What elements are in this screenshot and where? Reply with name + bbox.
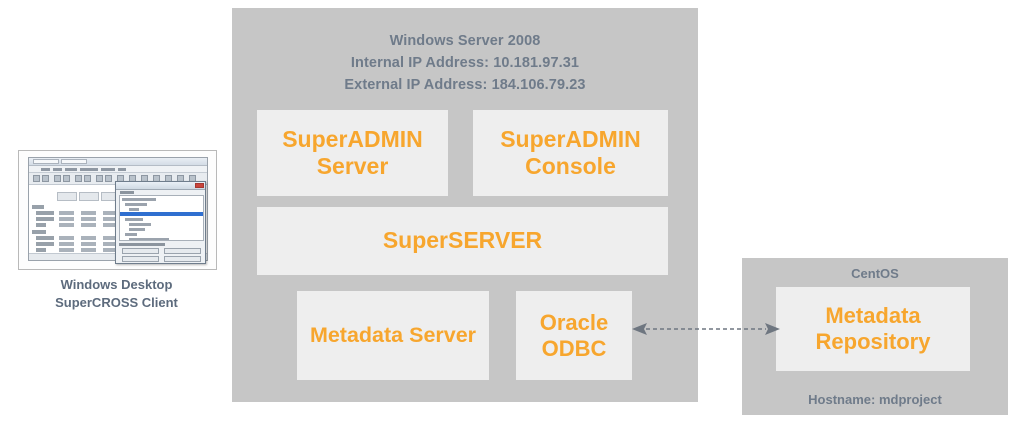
thumbnail-row-label	[36, 242, 54, 246]
thumbnail-row-label	[36, 211, 54, 215]
thumbnail-table-cell	[59, 223, 74, 227]
thumbnail-row-label	[36, 236, 54, 240]
thumbnail-table-cell	[81, 236, 96, 240]
thumbnail-application-window	[28, 157, 208, 264]
thumbnail-row-label	[32, 230, 46, 234]
thumbnail-modal-dialog	[115, 181, 206, 264]
node-oracle-odbc: Oracle ODBC	[516, 291, 632, 380]
thumbnail-menu-item	[101, 167, 115, 171]
thumbnail-row-label	[32, 205, 44, 209]
thumbnail-toolbar-icon	[75, 175, 82, 182]
thumbnail-table-cell	[81, 211, 96, 215]
thumbnail-tree-row-selected	[120, 212, 203, 216]
thumbnail-row-label	[36, 248, 46, 252]
thumbnail-table-cell	[81, 242, 96, 246]
thumbnail-table-cell	[59, 211, 74, 215]
thumbnail-toolbar-icon	[33, 175, 40, 182]
node-metadata-repository: Metadata Repository	[776, 287, 970, 371]
bidirectional-dashed-arrow-icon	[632, 323, 780, 335]
thumbnail-dialog-tree-list	[119, 195, 204, 241]
thumbnail-tree-row	[129, 228, 145, 231]
thumbnail-table-cell	[103, 242, 118, 246]
thumbnail-column-header	[79, 192, 99, 201]
thumbnail-menu-item	[53, 167, 62, 171]
thumbnail-toolbar-icon	[96, 175, 103, 182]
thumbnail-toolbar-icon	[42, 175, 49, 182]
thumbnail-dialog-button	[122, 248, 159, 254]
thumbnail-row-label	[36, 223, 46, 227]
thumbnail-tree-row	[129, 208, 139, 211]
thumbnail-table-cell	[59, 242, 74, 246]
thumbnail-title-bar	[29, 158, 207, 166]
thumbnail-dialog-button	[164, 256, 201, 262]
thumbnail-toolbar-icon	[105, 175, 112, 182]
thumbnail-table-cell	[103, 211, 118, 215]
thumbnail-dialog-title-bar	[116, 182, 205, 190]
windows-desktop-client-caption: Windows Desktop SuperCROSS Client	[55, 277, 178, 310]
thumbnail-table-cell	[81, 223, 96, 227]
thumbnail-dialog-close-icon	[195, 183, 204, 188]
thumbnail-dialog-checkbox-row	[119, 243, 165, 246]
thumbnail-column-header	[57, 192, 77, 201]
thumbnail-tree-row	[129, 238, 169, 240]
windows-desktop-client-group: Windows Desktop SuperCROSS Client	[18, 150, 217, 310]
thumbnail-table-cell	[81, 217, 96, 221]
thumbnail-toolbar-icon	[84, 175, 91, 182]
thumbnail-table-cell	[81, 248, 96, 252]
thumbnail-dialog-label	[120, 191, 134, 194]
thumbnail-dialog-button	[164, 248, 201, 254]
thumbnail-tree-row	[122, 198, 156, 201]
thumbnail-table-cell	[59, 217, 74, 221]
thumbnail-tree-row	[125, 218, 143, 221]
thumbnail-menu-bar	[29, 166, 207, 173]
thumbnail-tab	[61, 159, 87, 164]
thumbnail-table-cell	[103, 223, 118, 227]
node-superadmin-server: SuperADMIN Server	[257, 110, 448, 196]
thumbnail-menu-item	[65, 167, 77, 171]
thumbnail-table-cell	[103, 248, 118, 252]
thumbnail-row-label	[36, 217, 54, 221]
thumbnail-menu-item	[41, 167, 50, 171]
thumbnail-table-cell	[59, 248, 74, 252]
thumbnail-toolbar-icon	[63, 175, 70, 182]
thumbnail-tree-row	[129, 223, 151, 226]
centos-hostname-label: Hostname: mdproject	[808, 392, 942, 407]
windows-server-panel-title: Windows Server 2008 Internal IP Address:…	[344, 33, 586, 94]
thumbnail-toolbar-icon	[54, 175, 61, 182]
node-superadmin-console: SuperADMIN Console	[473, 110, 668, 196]
thumbnail-table-cell	[103, 236, 118, 240]
thumbnail-menu-item	[118, 167, 126, 171]
centos-panel-title: CentOS	[851, 266, 899, 281]
thumbnail-dialog-button	[122, 256, 159, 262]
node-superserver: SuperSERVER	[257, 207, 668, 275]
thumbnail-menu-item	[80, 167, 98, 171]
thumbnail-tree-row	[125, 233, 137, 236]
supercross-client-thumbnail	[18, 150, 217, 270]
thumbnail-table-cell	[103, 217, 118, 221]
thumbnail-tree-row	[125, 203, 147, 206]
thumbnail-tab	[33, 159, 59, 164]
thumbnail-table-cell	[59, 236, 74, 240]
node-metadata-server: Metadata Server	[297, 291, 489, 380]
